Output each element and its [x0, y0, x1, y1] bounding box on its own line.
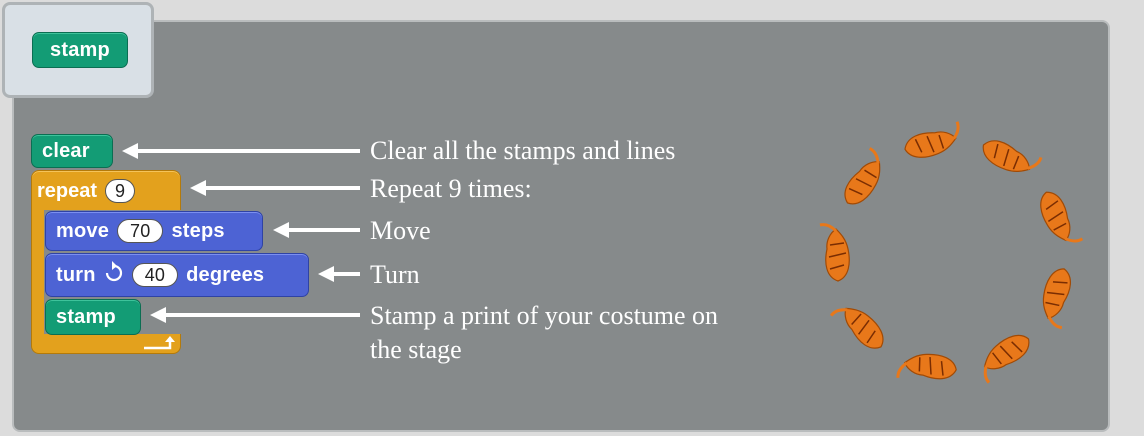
caption-stamp-line2: the stage	[370, 335, 462, 364]
caption-stamp-line1: Stamp a print of your costume on	[370, 301, 719, 330]
stage-stamp-ring	[819, 121, 1084, 384]
caption-move: Move	[370, 216, 431, 245]
move-label: move	[56, 219, 110, 242]
repeat-label: repeat	[37, 179, 98, 202]
arrow-left-icon	[190, 180, 360, 196]
turn-label: turn	[56, 263, 96, 286]
clear-label: clear	[42, 139, 90, 162]
repeat-count-slot[interactable]: 9	[105, 179, 136, 203]
move-unit-label: steps	[171, 219, 225, 242]
repeat-block-header: repeat 9	[37, 176, 143, 206]
stamped-sprite	[896, 353, 957, 380]
stamped-sprite	[844, 147, 881, 205]
stamped-sprite	[904, 121, 960, 158]
turn-block[interactable]: turn 40 degrees	[45, 253, 309, 297]
stamped-sprite	[819, 223, 850, 282]
stamped-sprite	[1040, 191, 1084, 243]
arrow-left-icon	[150, 307, 360, 323]
arrow-left-icon	[122, 143, 360, 159]
stamped-sprite	[983, 334, 1030, 384]
arrow-left-icon	[318, 266, 360, 282]
stamped-sprite	[829, 307, 884, 349]
caption-repeat: Repeat 9 times:	[370, 174, 532, 203]
clear-block[interactable]: clear	[31, 134, 113, 168]
stamp-palette-label: stamp	[50, 38, 110, 61]
caption-turn: Turn	[370, 260, 420, 289]
turn-unit-label: degrees	[186, 263, 265, 286]
stamped-sprite	[982, 140, 1043, 172]
move-steps-slot[interactable]: 70	[117, 219, 164, 243]
move-block[interactable]: move 70 steps	[45, 211, 263, 251]
loop-arrow-icon	[144, 336, 175, 350]
palette-tab[interactable]: stamp	[2, 2, 154, 98]
turn-degrees-slot[interactable]: 40	[131, 263, 179, 287]
rotate-clockwise-icon	[104, 260, 124, 290]
stamped-sprite	[1042, 268, 1071, 330]
arrow-left-icon	[273, 222, 360, 238]
stamp-block[interactable]: stamp	[45, 299, 141, 335]
stamp-label: stamp	[56, 305, 116, 328]
caption-clear: Clear all the stamps and lines	[370, 136, 676, 165]
stamp-palette-block[interactable]: stamp	[32, 32, 128, 68]
